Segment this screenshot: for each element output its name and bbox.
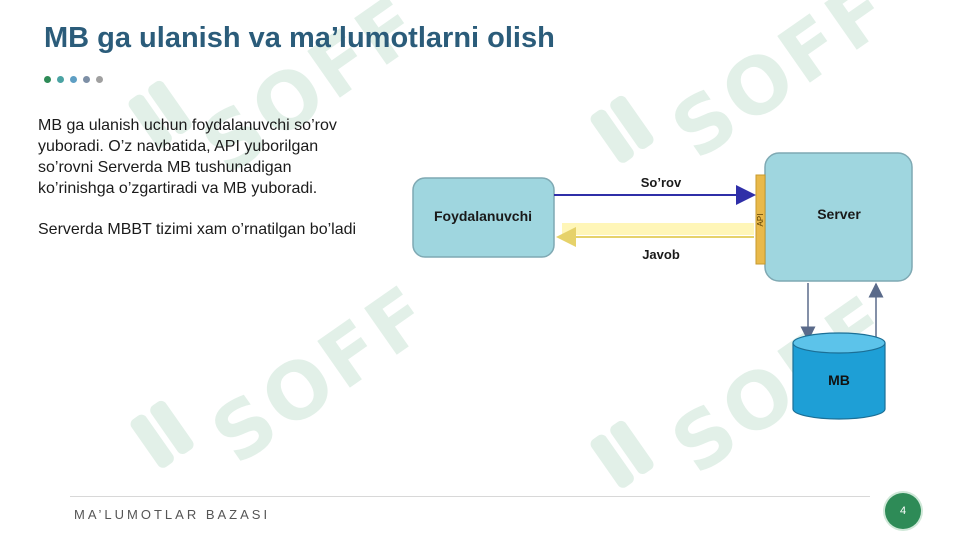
api-label: API [756, 214, 765, 227]
user-box [412, 177, 555, 258]
request-label: So’rov [641, 175, 682, 190]
watermark-logo-icon [128, 388, 212, 472]
response-band [562, 223, 754, 235]
page-number-badge: 4 [885, 493, 921, 529]
body-text: MB ga ulanish uchun foydalanuvchi so’rov… [38, 115, 368, 260]
architecture-diagram: Foydalanuvchi Server API So’rov Javob MB [412, 152, 913, 420]
dot-1 [44, 76, 51, 83]
server-label: Server [817, 206, 861, 222]
paragraph-1: MB ga ulanish uchun foydalanuvchi so’rov… [38, 117, 337, 197]
database-cylinder [792, 332, 886, 420]
paragraph-2: Serverda MBBT tizimi xam o’rnatilgan bo’… [38, 221, 357, 238]
dot-4 [83, 76, 90, 83]
title-dots [44, 76, 103, 83]
response-label: Javob [642, 247, 680, 262]
dot-3 [70, 76, 77, 83]
user-label: Foydalanuvchi [434, 208, 532, 224]
footer-divider [70, 496, 870, 497]
api-strip [755, 174, 766, 265]
db-label: MB [828, 372, 850, 388]
dot-2 [57, 76, 64, 83]
slide-title: MB ga ulanish va ma’lumotlarni olish [44, 22, 555, 54]
dot-5 [96, 76, 103, 83]
footer-text: MA’LUMOTLAR BAZASI [74, 507, 271, 522]
